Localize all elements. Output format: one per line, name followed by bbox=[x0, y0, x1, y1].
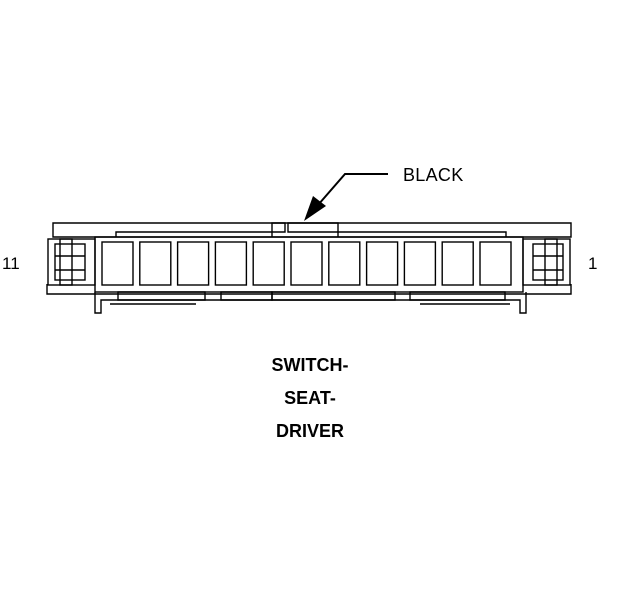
cavity bbox=[101, 241, 134, 286]
connector-body bbox=[46, 236, 572, 314]
pin-number-right: 1 bbox=[588, 254, 598, 273]
cavity bbox=[214, 241, 248, 286]
cavity bbox=[176, 241, 210, 286]
left-latch bbox=[47, 238, 96, 286]
cavity bbox=[290, 241, 323, 286]
cavity bbox=[441, 241, 474, 286]
cavity bbox=[252, 241, 285, 286]
cavity-row bbox=[101, 241, 512, 286]
pin-number-left: 11 bbox=[2, 254, 20, 273]
cavity bbox=[328, 241, 361, 286]
connector-top-rail bbox=[52, 222, 572, 238]
connector-name-line-3: DRIVER bbox=[275, 421, 344, 441]
cavity bbox=[139, 241, 172, 286]
cavity bbox=[365, 241, 399, 286]
connector-name-line-2: SEAT- bbox=[284, 388, 336, 408]
cavity bbox=[403, 241, 437, 286]
wire-color-label: BLACK bbox=[403, 165, 464, 185]
cavity bbox=[479, 241, 512, 286]
connector-name-line-1: SWITCH- bbox=[271, 355, 349, 375]
color-leader-arrow bbox=[304, 173, 388, 221]
right-latch bbox=[522, 238, 571, 286]
